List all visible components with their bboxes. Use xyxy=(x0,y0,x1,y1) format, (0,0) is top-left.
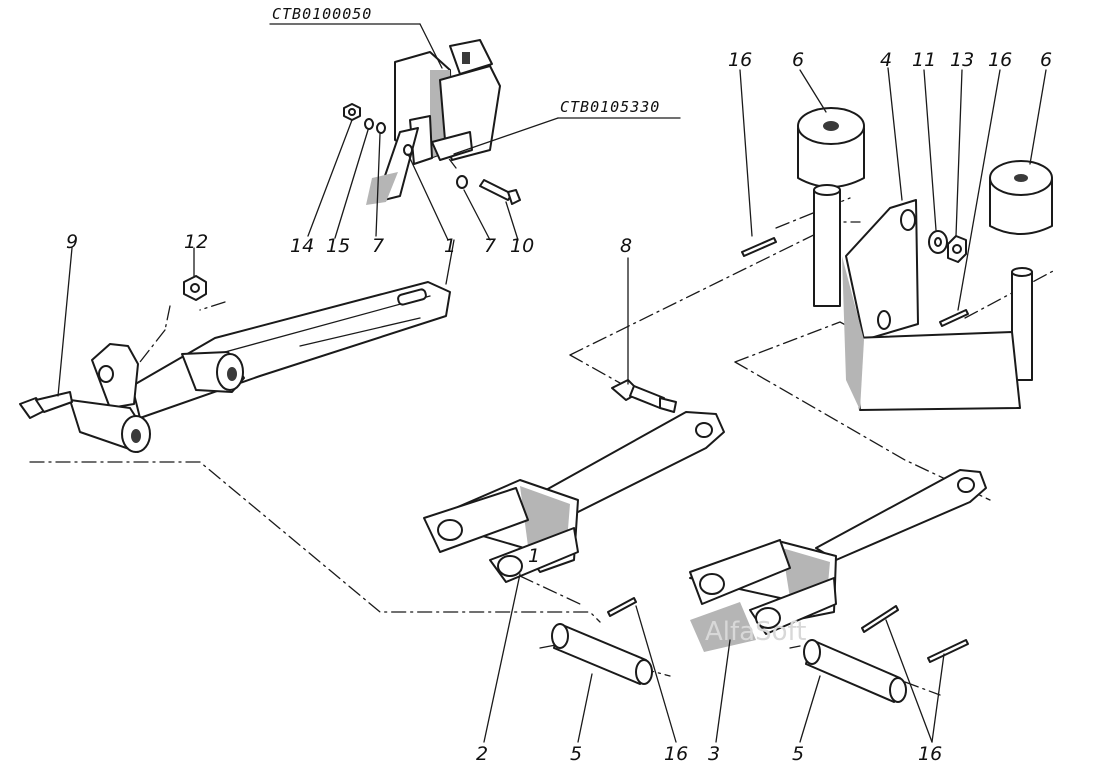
cotter-pin-16-d xyxy=(741,237,777,257)
callout-3: 3 xyxy=(708,743,720,765)
bolt-10 xyxy=(479,179,521,205)
callout-16-top-right: 16 xyxy=(988,49,1012,71)
fork-lever-2 xyxy=(423,411,725,583)
callout-8: 8 xyxy=(620,235,632,257)
callout-16-top-left: 16 xyxy=(728,49,752,71)
bolt-8 xyxy=(611,379,677,413)
callout-5-right: 5 xyxy=(792,743,804,765)
washer-11 xyxy=(928,230,948,254)
angle-bracket-4 xyxy=(842,199,1021,411)
callout-9: 9 xyxy=(66,231,78,253)
callout-7-left: 7 xyxy=(372,235,384,257)
callout-10: 10 xyxy=(510,235,534,257)
part-code-label-upper: СТВ0100050 xyxy=(272,5,372,23)
axle-5-right xyxy=(803,639,907,703)
bolt-9 xyxy=(19,391,73,419)
cotter-pin-16-b xyxy=(861,605,899,633)
nut-12 xyxy=(183,275,207,301)
callout-15: 15 xyxy=(326,235,350,257)
washer-15 xyxy=(364,118,374,130)
part-code-label-lower: СТВ0105330 xyxy=(560,98,660,116)
upper-mounting-bracket xyxy=(366,39,501,205)
nut-13 xyxy=(947,235,967,263)
leader-lines xyxy=(57,23,1047,743)
callout-7-right: 7 xyxy=(484,235,496,257)
callout-16-bottom-right: 16 xyxy=(918,743,942,765)
callout-6-left: 6 xyxy=(792,49,804,71)
cotter-pin-16-e xyxy=(939,309,969,327)
callout-1-lower: 1 xyxy=(528,545,540,567)
roller-6-right xyxy=(989,160,1053,235)
watermark-text: AlfaSoft xyxy=(705,617,806,647)
roller-pin-left xyxy=(813,184,841,307)
washer-7-right xyxy=(456,175,468,189)
callout-2: 2 xyxy=(476,743,488,765)
callout-14: 14 xyxy=(290,235,314,257)
cotter-pin-16-a xyxy=(607,597,637,617)
callout-1-upper: 1 xyxy=(444,235,456,257)
fork-lever-3 xyxy=(689,469,987,652)
axle-5-left xyxy=(551,623,653,685)
callout-11: 11 xyxy=(912,49,936,71)
cotter-pin-16-c xyxy=(927,639,969,663)
roller-pin-right xyxy=(1011,267,1033,381)
callout-12: 12 xyxy=(184,231,208,253)
callout-5-left: 5 xyxy=(570,743,582,765)
callout-6-right: 6 xyxy=(1040,49,1052,71)
callout-16-bottom-left: 16 xyxy=(664,743,688,765)
callout-13: 13 xyxy=(950,49,974,71)
lever-arm-1 xyxy=(69,281,451,453)
nut-14 xyxy=(343,103,361,121)
callout-4: 4 xyxy=(880,49,892,71)
roller-6-left xyxy=(797,107,865,188)
washer-7-left xyxy=(376,122,386,134)
